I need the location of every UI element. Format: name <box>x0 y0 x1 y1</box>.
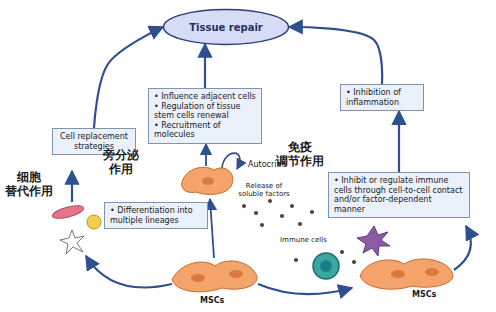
box-text: • Differentiation into multiple lineages <box>110 206 202 225</box>
goal-title: Tissue repair <box>189 22 263 33</box>
mechanism-label: 细胞 替代作用 <box>2 170 56 199</box>
cell-label: MSCs <box>200 296 224 306</box>
box-text: • Influence adjacent cells <box>154 92 256 102</box>
msc-cell <box>182 167 233 194</box>
mechanism-box: • Influence adjacent cells• Regulation o… <box>148 88 262 144</box>
cycle-arrow <box>210 199 214 258</box>
autocrine-loop <box>222 153 240 169</box>
goal-ellipse: Tissue repair <box>162 8 290 46</box>
cell-nucleus <box>320 260 332 272</box>
cycle-arrow <box>86 256 172 288</box>
cell-nucleus <box>202 177 214 185</box>
cycle-arrow <box>204 44 206 88</box>
cell-label: MSCs <box>412 290 436 300</box>
cell-nucleus <box>229 270 243 278</box>
cycle-arrow <box>258 284 352 294</box>
cycle-arrow <box>71 171 73 202</box>
dendritic-cell <box>357 226 390 256</box>
cycle-arrow <box>205 144 207 166</box>
process-label: Release of soluble factors <box>236 182 292 199</box>
fat-cell <box>87 215 101 229</box>
mechanism-label: 旁分泌 作用 <box>98 148 144 177</box>
box-text: • Inhibition of inflammation <box>346 88 418 107</box>
ellipse-outline <box>164 10 289 45</box>
cell-label: Immune cells <box>280 236 327 244</box>
cycle-arrow <box>398 111 400 172</box>
cell-nucleus <box>191 274 205 282</box>
mechanism-box: • Inhibition of inflammation <box>340 84 424 111</box>
mechanism-box: • Inhibit or regulate immune cells throu… <box>328 172 470 218</box>
cell-nucleus <box>391 270 405 278</box>
box-text: • Regulation of tissue stem cells renewa… <box>154 102 256 121</box>
msc-cell <box>360 259 453 289</box>
box-text: • Inhibit or regulate immune cells throu… <box>334 176 464 214</box>
cycle-arrow <box>289 27 382 84</box>
box-text: • Recruitment of molecules <box>154 121 256 140</box>
mechanism-box: • Differentiation into multiple lineages <box>104 202 208 229</box>
cycle-arrow <box>454 226 471 270</box>
neuron-cell <box>60 230 84 254</box>
process-label: Autocrine <box>248 160 286 170</box>
immune-cell <box>313 253 339 279</box>
msc-cell <box>172 261 257 292</box>
muscle-cell <box>51 203 84 221</box>
cell-nucleus <box>425 268 439 276</box>
